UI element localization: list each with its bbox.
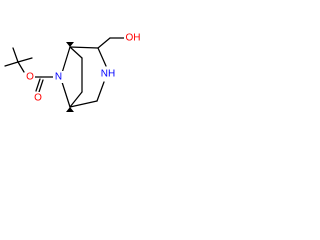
- ester-oxygen-label: O: [26, 72, 34, 83]
- bond-tbu-methyl-left: [4, 61, 19, 67]
- bond-chiral-carbon-to-ch2: [97, 37, 111, 49]
- bond-methylene-to-bridgehead-bottom: [69, 100, 98, 108]
- ester-oxygen-bg: [25, 71, 35, 83]
- bond-bridge-n-to-bridgehead-bottom: [61, 81, 71, 108]
- bond-tbu-methyl-right: [17, 57, 33, 63]
- carbonyl-oxygen-label: O: [34, 93, 42, 104]
- bond-bridgehead-top-to-chiral-carbon: [69, 46, 99, 49]
- stereo-wedge-top: [66, 42, 74, 47]
- molecule-diagram: O O N NH OH: [4, 32, 142, 112]
- structure-canvas: O O N NH OH: [0, 0, 152, 152]
- carbonyl-oxygen-bg: [33, 92, 43, 104]
- bond-carbonyl-double-1: [35, 78, 41, 92]
- hydroxyl-label: OH: [126, 33, 141, 44]
- bond-tbu-methyl-top: [12, 47, 19, 63]
- bridge-nitrogen-label: N: [55, 72, 62, 83]
- bond-bridgehead-top-to-ring-carbon: [69, 46, 83, 59]
- stereo-wedge-bottom: [66, 107, 74, 112]
- ring-nitrogen-label: NH: [101, 69, 115, 80]
- bond-carbonyl-double-2: [38, 79, 44, 93]
- bond-chiral-carbon-to-ring-nh: [97, 47, 107, 67]
- bond-bridgehead-bottom-to-ring-carbon: [69, 91, 83, 108]
- ring-nitrogen-bg: [99, 68, 117, 80]
- bridge-nitrogen-bg: [53, 71, 64, 83]
- bond-tbu-to-ester-oxygen: [17, 61, 25, 73]
- bond-bridge-n-to-bridgehead-top: [61, 46, 71, 74]
- hydroxyl-bg: [124, 32, 142, 44]
- bond-ring-nh-to-methylene: [96, 81, 105, 102]
